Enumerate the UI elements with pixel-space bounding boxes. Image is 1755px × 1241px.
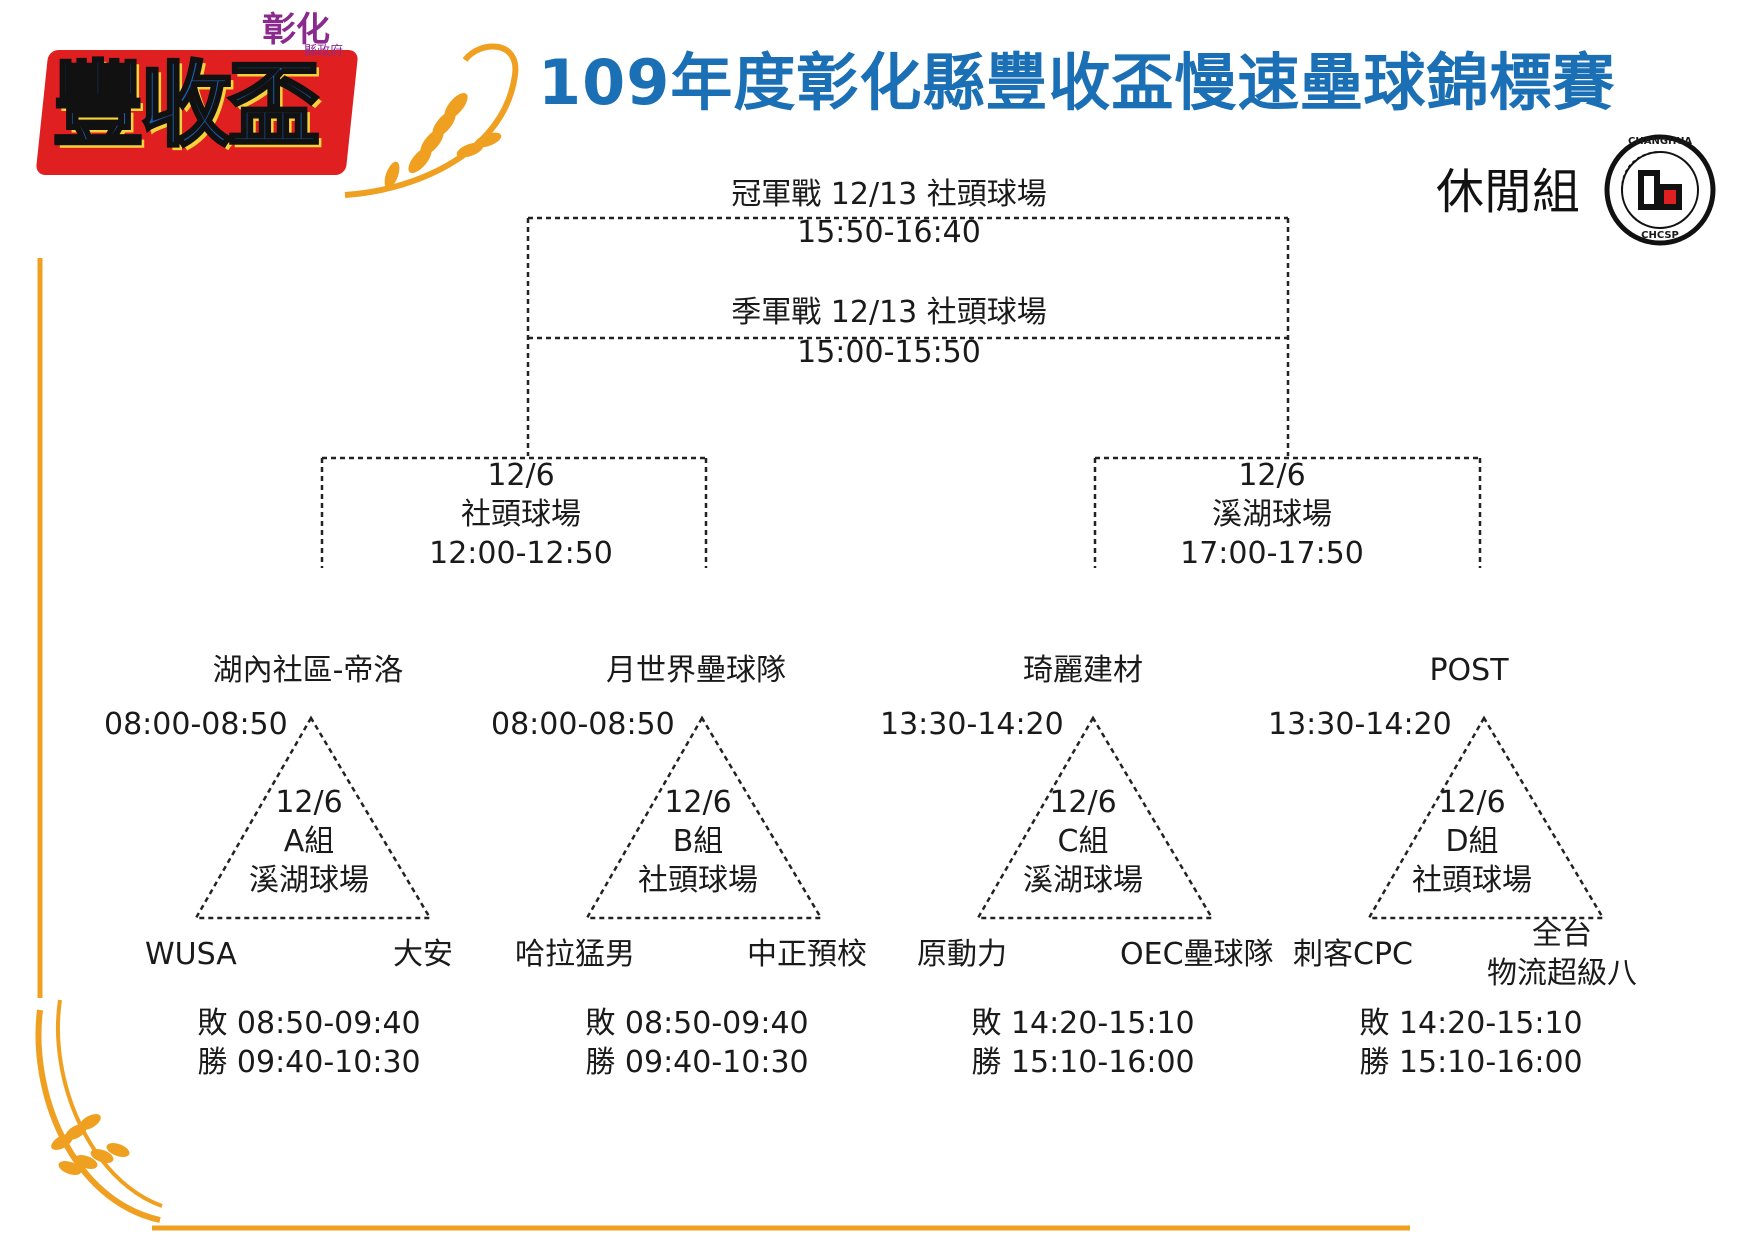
group-b-lose-time: 敗 08:50-09:40 — [585, 1006, 809, 1041]
group-d-left-team: 刺客CPC — [1293, 937, 1413, 972]
group-d-venue: 社頭球場 — [1412, 863, 1532, 898]
group-d-first-time: 13:30-14:20 — [1268, 707, 1452, 742]
group-a-right-team: 大安 — [393, 937, 453, 972]
semifinal-2-date: 12/6 — [1238, 458, 1306, 493]
group-a-venue: 溪湖球場 — [249, 863, 369, 898]
group-c-date: 12/6 — [1049, 785, 1117, 820]
group-c-venue: 溪湖球場 — [1023, 863, 1143, 898]
group-c-top-team: 琦麗建材 — [1023, 653, 1143, 688]
third-place-game-title: 季軍戰 12/13 社頭球場 — [731, 295, 1047, 330]
group-c-name: C組 — [1057, 824, 1109, 859]
group-b-left-team: 哈拉猛男 — [515, 937, 635, 972]
logo-county-text: 彰化 — [262, 10, 330, 50]
division-label: 休閒組 — [1436, 164, 1581, 220]
group-d-right-team-line1: 全台 — [1532, 917, 1592, 952]
championship-game-time: 15:50-16:40 — [797, 215, 981, 250]
semifinal-2-venue: 溪湖球場 — [1212, 497, 1332, 532]
group-c-lose-time: 敗 14:20-15:10 — [971, 1006, 1195, 1041]
championship-game-title: 冠軍戰 12/13 社頭球場 — [731, 177, 1047, 212]
badge-bottom-text: CHCSP — [1641, 230, 1679, 241]
group-c-left-team: 原動力 — [917, 937, 1007, 972]
badge-top-text: CHANGHUA — [1628, 136, 1692, 147]
group-c-right-team: OEC壘球隊 — [1120, 937, 1274, 972]
semifinal-1-time: 12:00-12:50 — [429, 536, 613, 571]
group-a-name: A組 — [283, 824, 335, 859]
group-b-first-time: 08:00-08:50 — [491, 707, 675, 742]
group-d-date: 12/6 — [1438, 785, 1506, 820]
group-d-win-time: 勝 15:10-16:00 — [1359, 1045, 1583, 1080]
group-d-lose-time: 敗 14:20-15:10 — [1359, 1006, 1583, 1041]
group-a-date: 12/6 — [275, 785, 343, 820]
page-title: 109年度彰化縣豐收盃慢速壘球錦標賽 — [538, 46, 1616, 119]
group-a-win-time: 勝 09:40-10:30 — [197, 1045, 421, 1080]
third-place-game-time: 15:00-15:50 — [797, 335, 981, 370]
group-a-first-time: 08:00-08:50 — [104, 707, 288, 742]
semifinal-1-date: 12/6 — [487, 458, 555, 493]
fengshou-cup-logo: 豐收盃 彰化 縣政府 — [35, 10, 359, 175]
logo-text: 豐收盃 — [50, 52, 321, 159]
wheat-ornament-icon — [35, 999, 163, 1223]
group-c-first-time: 13:30-14:20 — [880, 707, 1064, 742]
group-c-win-time: 勝 15:10-16:00 — [971, 1045, 1195, 1080]
group-b-venue: 社頭球場 — [638, 863, 758, 898]
group-b-win-time: 勝 09:40-10:30 — [585, 1045, 809, 1080]
group-b-date: 12/6 — [664, 785, 732, 820]
softball-association-badge: CHANGHUA CHCSP — [1604, 134, 1716, 246]
group-a-top-team: 湖內社區-帝洛 — [212, 653, 404, 688]
group-a-left-team: WUSA — [145, 937, 237, 972]
group-a-lose-time: 敗 08:50-09:40 — [197, 1006, 421, 1041]
group-d-right-team-line2: 物流超級八 — [1487, 956, 1637, 991]
group-d-name: D組 — [1445, 824, 1499, 859]
logo-government-text: 縣政府 — [304, 44, 344, 59]
group-d-top-team: POST — [1429, 653, 1509, 688]
group-b-name: B組 — [672, 824, 724, 859]
wheat-icon — [344, 43, 519, 198]
semifinal-1-venue: 社頭球場 — [461, 497, 581, 532]
group-b-right-team: 中正預校 — [747, 937, 867, 972]
semifinal-2-time: 17:00-17:50 — [1180, 536, 1364, 571]
group-b-top-team: 月世界壘球隊 — [606, 653, 786, 688]
